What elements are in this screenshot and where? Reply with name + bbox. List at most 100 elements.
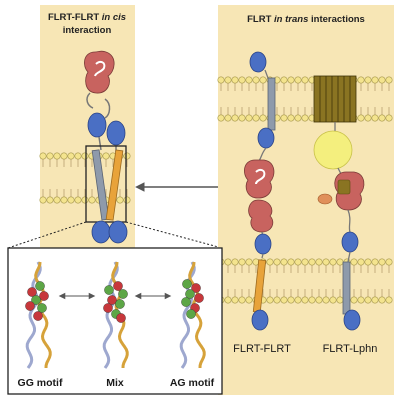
lipid-head	[385, 114, 393, 122]
red-residue-sphere	[191, 283, 201, 293]
flrt-flrt-lrr-top	[244, 159, 275, 199]
lipid-head	[287, 76, 295, 84]
red-residue-sphere	[25, 301, 35, 311]
red-residue-sphere	[103, 303, 113, 313]
green-residue-sphere	[182, 279, 192, 289]
lipid-head	[60, 196, 68, 204]
label-gg-motif: GG motif	[18, 377, 63, 389]
green-residue-sphere	[37, 303, 47, 313]
lipid-head	[259, 114, 267, 122]
lipid-head	[224, 296, 232, 304]
lipid-head	[322, 296, 330, 304]
green-residue-sphere	[31, 295, 41, 305]
lphn-olf-linker	[337, 179, 351, 195]
lipid-head	[280, 114, 288, 122]
flrt-flrt-top-fn	[257, 127, 275, 149]
lipid-head	[238, 296, 246, 304]
lipid-head	[238, 114, 246, 122]
lipid-head	[315, 296, 323, 304]
lipid-head	[385, 76, 393, 84]
ag-motif-helix-pair	[179, 261, 206, 369]
lipid-head	[102, 152, 110, 160]
lipid-head	[67, 196, 75, 204]
lipid-head	[273, 258, 281, 266]
lipid-head	[273, 296, 281, 304]
cis-tm-helix-orange	[105, 149, 124, 221]
lipid-head	[301, 114, 309, 122]
cis-tm-helix-gray	[91, 149, 110, 221]
cis-lrr-domain	[84, 50, 115, 109]
flrt-flrt-pair	[244, 51, 276, 331]
red-residue-sphere	[27, 287, 37, 297]
lipid-head	[224, 76, 232, 84]
green-residue-sphere	[181, 297, 191, 307]
cis-fn-domain-right	[106, 120, 126, 146]
lipid-head	[224, 114, 232, 122]
lipid-head	[245, 296, 253, 304]
lphn-lectin-domain	[317, 193, 333, 205]
gg-motif-helix-pair	[25, 261, 52, 369]
cis-panel: FLRT-FLRT in cis interaction	[39, 5, 135, 255]
flrt-flrt-lrr-bottom	[248, 199, 274, 233]
lipid-head	[357, 114, 365, 122]
lipid-head	[371, 76, 379, 84]
lipid-head	[217, 114, 225, 122]
helix-gold	[34, 261, 52, 369]
cis-intracellular-domain-left	[91, 220, 111, 244]
lphn-gain-domain	[313, 130, 353, 170]
red-residue-sphere	[39, 291, 49, 301]
helix-lavender	[25, 261, 42, 369]
lipid-head	[252, 114, 260, 122]
lipid-head	[245, 114, 253, 122]
lipid-head	[357, 296, 365, 304]
lipid-head	[60, 152, 68, 160]
lipid-head	[252, 76, 260, 84]
lipid-head	[308, 258, 316, 266]
lipid-head	[287, 114, 295, 122]
mix-helix-pair	[102, 261, 129, 369]
lipid-head	[385, 258, 393, 266]
lipid-head	[301, 296, 309, 304]
red-residue-sphere	[33, 311, 43, 321]
red-residue-sphere	[107, 295, 117, 305]
helix-gold	[188, 261, 206, 369]
lipid-head	[294, 76, 302, 84]
lipid-head	[336, 258, 344, 266]
lipid-head	[294, 114, 302, 122]
green-residue-sphere	[118, 289, 128, 299]
lipid-head	[371, 114, 379, 122]
helix-lavender	[102, 261, 119, 369]
lipid-head	[364, 258, 372, 266]
lipid-head	[287, 296, 295, 304]
lipid-head	[53, 196, 61, 204]
trans-panel: FLRT in trans interactions	[217, 5, 394, 395]
lipid-head	[301, 76, 309, 84]
lipid-head	[74, 152, 82, 160]
green-residue-sphere	[104, 285, 114, 295]
lipid-head	[81, 196, 89, 204]
lipid-head	[53, 152, 61, 160]
lipid-head	[315, 258, 323, 266]
lipid-head	[46, 196, 54, 204]
trans-panel-background	[218, 5, 394, 395]
lipid-head	[39, 196, 47, 204]
label-ag-motif: AG motif	[170, 377, 215, 389]
cis-intracellular-domain-right	[108, 220, 128, 244]
lipid-head	[294, 258, 302, 266]
lipid-head	[357, 258, 365, 266]
lipid-head	[245, 258, 253, 266]
flrt-lphn-pair	[313, 75, 365, 331]
red-residue-sphere	[113, 281, 123, 291]
lipid-head	[280, 296, 288, 304]
lipid-head	[378, 76, 386, 84]
zoom-line-right	[125, 221, 223, 249]
flrt-lphn-fn	[341, 231, 359, 253]
lipid-head	[123, 196, 131, 204]
flrt-lphn-tm	[342, 261, 351, 315]
lipid-head	[350, 258, 358, 266]
lipid-head	[329, 258, 337, 266]
flrt-lphn-intracellular	[343, 309, 361, 331]
lipid-head	[308, 296, 316, 304]
label-mix: Mix	[106, 377, 124, 389]
lipid-head	[301, 258, 309, 266]
